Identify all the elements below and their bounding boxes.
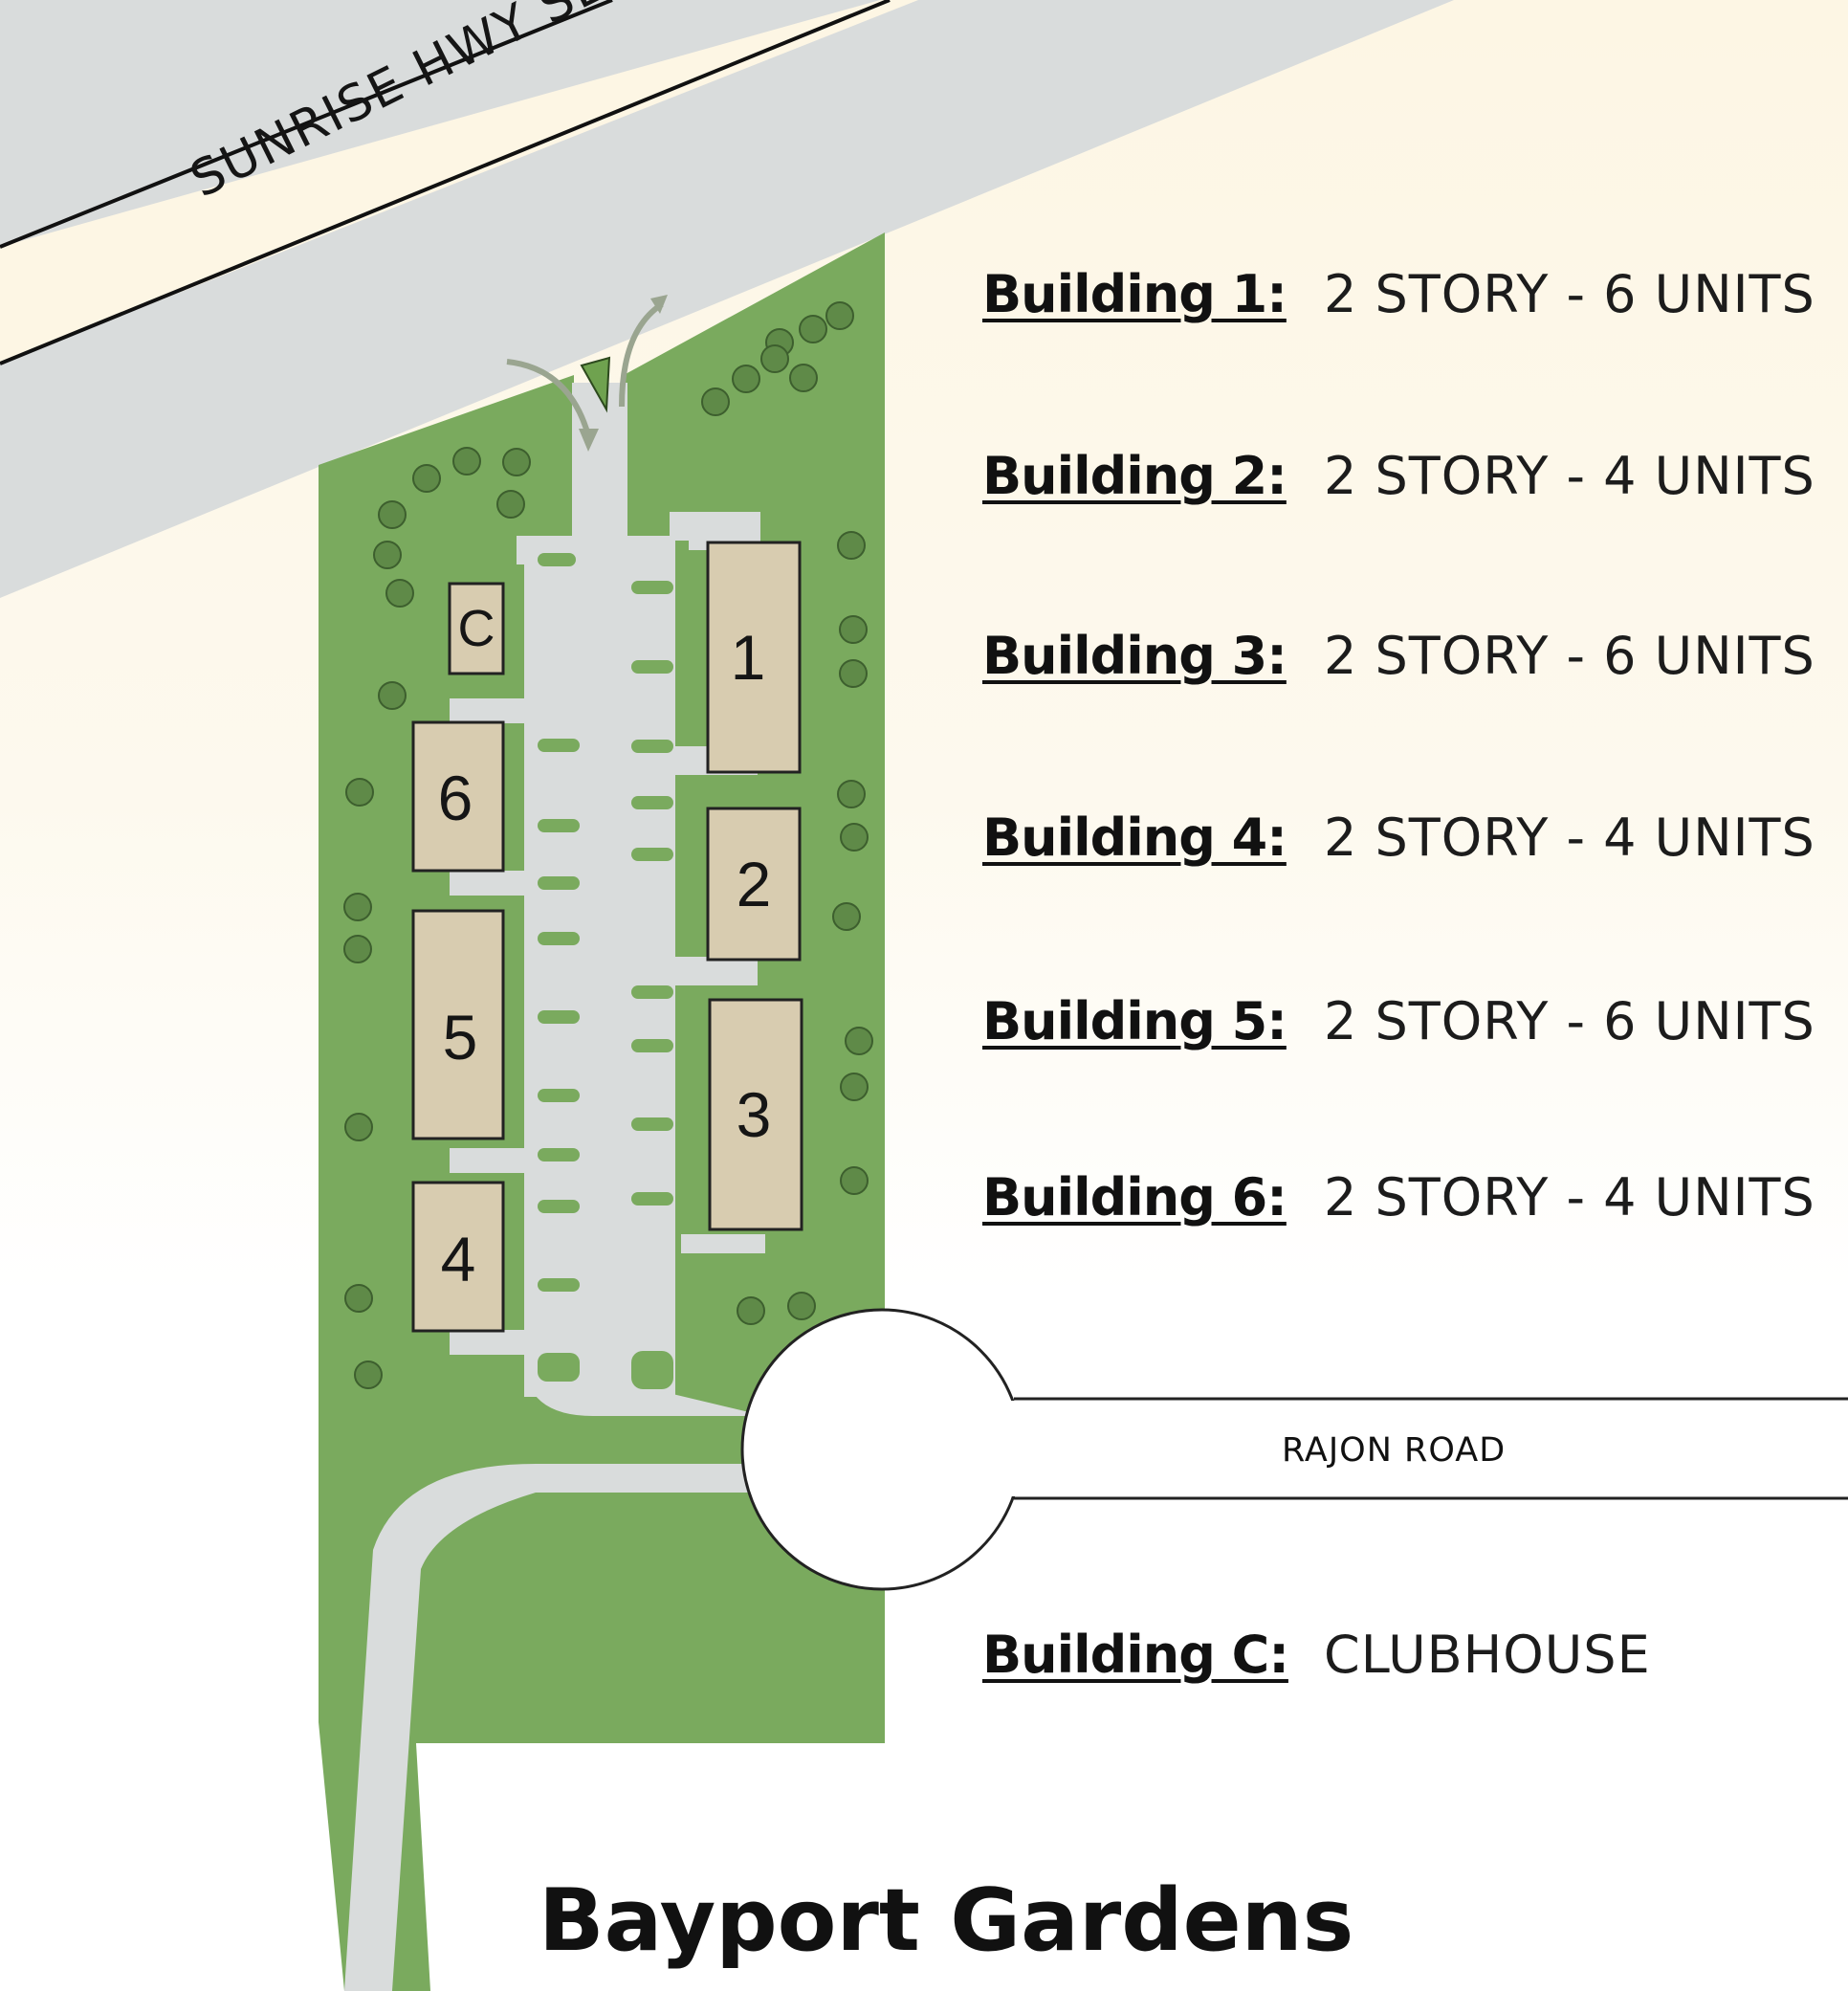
legend-desc: 2 STORY - 4 UNITS <box>1324 446 1815 506</box>
legend-building-4: Building 4: 2 STORY - 4 UNITS <box>982 809 1815 867</box>
legend-desc: 2 STORY - 6 UNITS <box>1324 626 1815 686</box>
trees <box>343 301 873 1389</box>
legend-building-c: Building C: CLUBHOUSE <box>982 1626 1651 1684</box>
legend-building-5: Building 5: 2 STORY - 6 UNITS <box>982 993 1815 1051</box>
building-1 <box>706 541 802 774</box>
legend-label: Building C: <box>982 1625 1289 1685</box>
buildings <box>411 541 803 1333</box>
building-2-number: 2 <box>736 849 772 919</box>
clubhouse-number: C <box>457 600 495 657</box>
legend-label: Building 6: <box>982 1167 1287 1228</box>
entry-arrows <box>506 295 668 452</box>
legend-building-2: Building 2: 2 STORY - 4 UNITS <box>982 448 1815 505</box>
building-1-number: 1 <box>730 622 766 693</box>
legend-desc: 2 STORY - 4 UNITS <box>1324 1167 1815 1228</box>
building-3-number: 3 <box>736 1079 772 1150</box>
legend-desc: 2 STORY - 6 UNITS <box>1324 264 1815 324</box>
legend-desc: CLUBHOUSE <box>1324 1625 1651 1685</box>
legend-desc: 2 STORY - 6 UNITS <box>1324 991 1815 1051</box>
legend-desc: 2 STORY - 4 UNITS <box>1324 807 1815 868</box>
parking-stripes <box>538 553 673 1389</box>
building-6 <box>411 720 505 873</box>
building-5-number: 5 <box>442 1002 478 1073</box>
rajon-road <box>740 1308 1848 1591</box>
building-c <box>448 582 505 675</box>
highway-median <box>0 0 918 364</box>
building-5 <box>411 909 505 1140</box>
building-3 <box>708 998 803 1231</box>
building-4 <box>411 1181 505 1333</box>
legend-building-6: Building 6: 2 STORY - 4 UNITS <box>982 1169 1815 1227</box>
building-4-number: 4 <box>440 1224 476 1294</box>
pavement <box>344 383 765 1991</box>
legend-label: Building 4: <box>982 807 1287 868</box>
legend-label: Building 1: <box>982 264 1287 324</box>
rajon-road-label: RAJON ROAD <box>1282 1431 1507 1470</box>
site-title: Bayport Gardens <box>539 1870 1354 1971</box>
entry-marker <box>580 356 611 413</box>
legend-label: Building 3: <box>982 626 1287 686</box>
legend-building-1: Building 1: 2 STORY - 6 UNITS <box>982 266 1815 323</box>
building-2 <box>706 807 802 962</box>
legend-label: Building 2: <box>982 446 1287 506</box>
legend-building-3: Building 3: 2 STORY - 6 UNITS <box>982 628 1815 685</box>
legend-label: Building 5: <box>982 991 1287 1051</box>
building-6-number: 6 <box>437 763 473 833</box>
